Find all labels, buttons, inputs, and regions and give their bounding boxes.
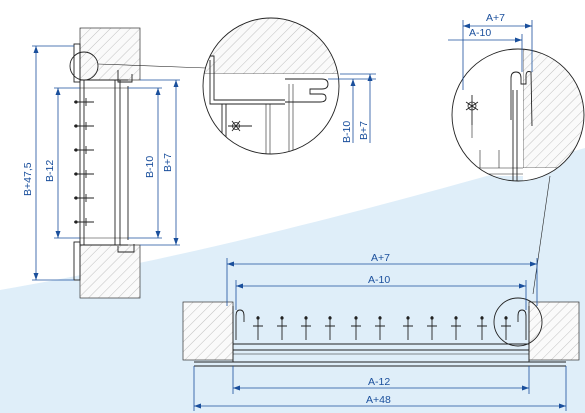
background-tint [0,148,585,413]
dim-left-b-minus-12: B-12 [44,160,56,182]
louver-fins-side [74,98,94,226]
corner-detail-dimension-lines [448,20,533,90]
dim-bottom-a-minus-10: A-10 [368,274,390,286]
side-section-view [69,27,141,299]
dim-detail-b-plus-7: B+7 [358,121,370,140]
dim-top-right-a-plus-7: A+7 [486,12,505,24]
dim-left-b-plus-7: B+7 [162,153,174,172]
dim-bottom-a-plus-7: A+7 [371,252,390,264]
dim-left-b-plus-47-5: B+47,5 [22,162,34,196]
dim-detail-b-minus-10: B-10 [341,121,353,143]
detail-leader-top [97,63,207,69]
dim-left-b-minus-10: B-10 [144,156,156,178]
dim-top-right-a-minus-10: A-10 [469,27,491,39]
detail-leader-corner [532,175,551,295]
louver-fins-front [253,316,511,340]
top-detail-view [202,17,340,155]
dim-bottom-a-plus-48: A+48 [366,394,391,406]
top-detail-dimension-lines [328,73,376,143]
dim-bottom-a-minus-12: A-12 [368,376,390,388]
front-view [182,297,580,367]
left-dimension-lines [32,45,180,281]
bottom-dimension-lines [193,258,567,411]
